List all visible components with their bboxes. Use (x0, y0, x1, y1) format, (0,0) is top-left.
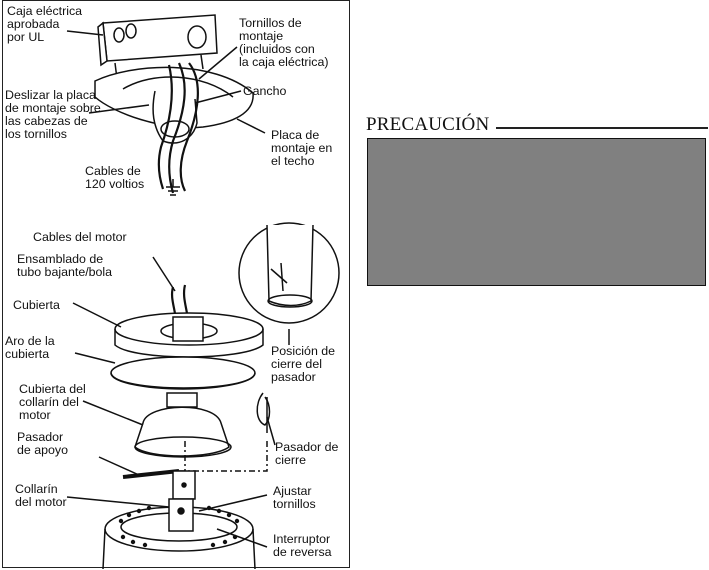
label-hook: Gancho (243, 84, 287, 98)
label-cover-ring: Aro de la cubierta (5, 334, 55, 361)
label-ceiling-plate: Placa de montaje en el techo (271, 128, 333, 168)
label-cover: Cubierta (13, 298, 60, 312)
installation-diagram-panel: Caja eléctrica aprobada por UL Tornillos… (2, 0, 350, 569)
label-lock-pin: Pasador de cierre (275, 440, 339, 467)
label-cables-120: Cables de 120 voltios (85, 164, 145, 191)
label-lock-position: Posición de cierre del pasador (271, 344, 336, 384)
label-collar-cover: Cubierta del collarín del motor (19, 382, 86, 422)
label-junction-box: Caja eléctrica aprobada por UL (7, 4, 83, 44)
label-adjust-screws: Ajustar tornillos (273, 484, 316, 511)
label-motor-collar: Collarín del motor (15, 482, 67, 509)
label-motor-cables: Cables del motor (33, 230, 127, 244)
installation-illustration (66, 14, 340, 569)
caution-box (367, 138, 706, 286)
caution-divider (496, 127, 708, 129)
caution-title: PRECAUCIÓN (366, 114, 490, 135)
label-reverse-switch: Interruptor de reversa (273, 532, 332, 559)
label-slide-plate: Deslizar la placa de montaje sobre las c… (5, 88, 101, 141)
label-mount-screws: Tornillos de montaje (incluidos con la c… (239, 16, 329, 69)
label-downrod-ball: Ensamblado de tubo bajante/bola (17, 252, 113, 279)
label-support-pin: Pasador de apoyo (17, 430, 68, 457)
